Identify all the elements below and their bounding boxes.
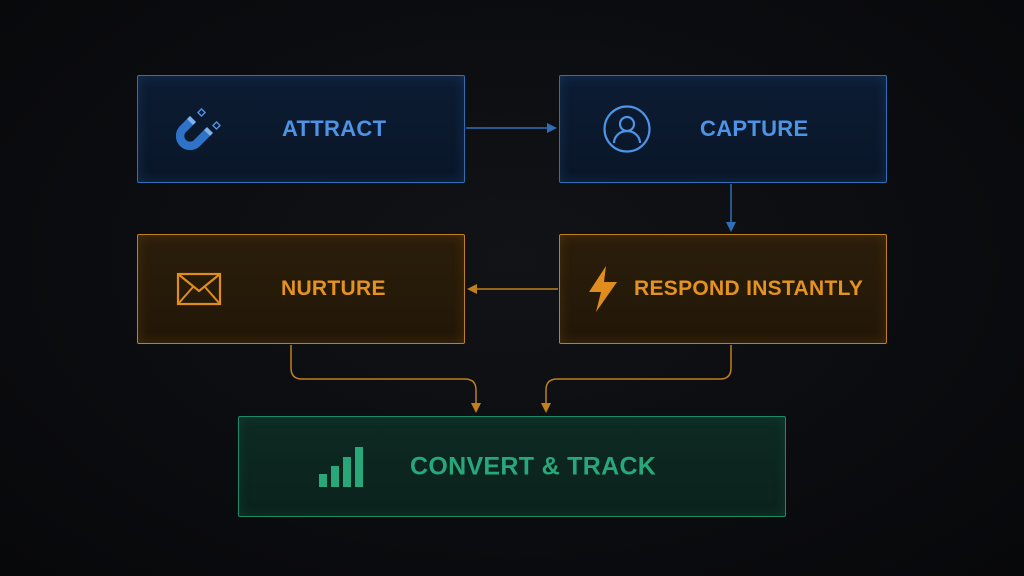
node-respond-instantly[interactable]: RESPOND INSTANTLY bbox=[559, 234, 887, 344]
user-circle-icon bbox=[603, 105, 651, 153]
node-capture[interactable]: CAPTURE bbox=[559, 75, 887, 183]
node-convert-track[interactable]: CONVERT & TRACK bbox=[238, 416, 786, 517]
node-attract[interactable]: ATTRACT bbox=[137, 75, 465, 183]
node-label: CONVERT & TRACK bbox=[410, 452, 657, 480]
magnet-icon bbox=[176, 107, 222, 151]
node-label: RESPOND INSTANTLY bbox=[634, 277, 864, 300]
edge-respond-convert bbox=[541, 345, 732, 413]
node-label: CAPTURE bbox=[700, 116, 809, 141]
node-nurture[interactable]: NURTURE bbox=[137, 234, 465, 344]
node-label: ATTRACT bbox=[282, 116, 387, 141]
edge-nurture-convert bbox=[290, 345, 481, 413]
envelope-icon bbox=[176, 272, 222, 306]
node-label: NURTURE bbox=[281, 277, 386, 300]
bar-chart-icon bbox=[319, 446, 363, 487]
lightning-bolt-icon bbox=[589, 266, 617, 312]
